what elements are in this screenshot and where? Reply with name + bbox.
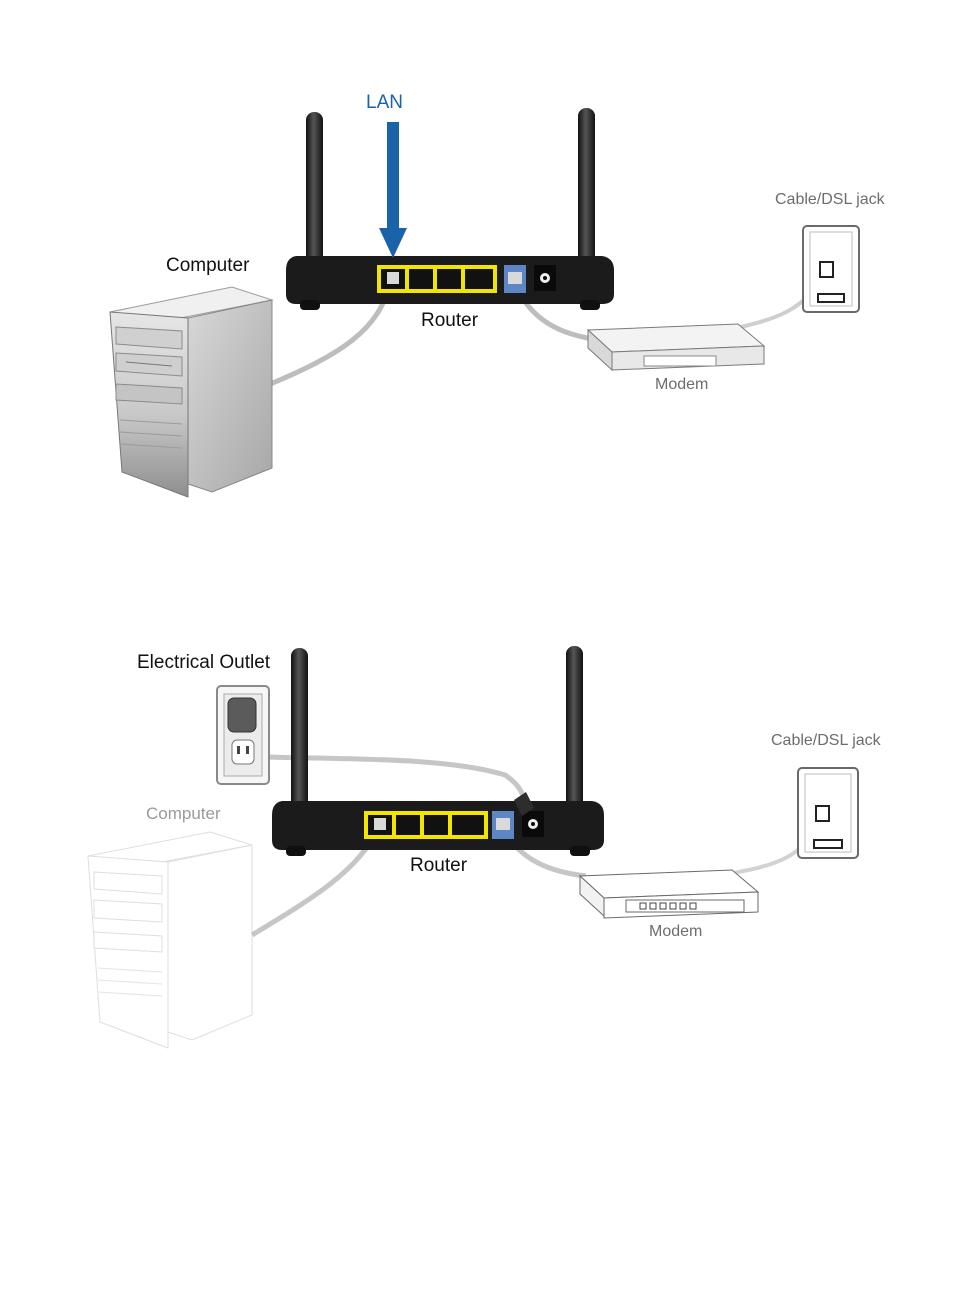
- cable-dsl-jack-label: Cable/DSL jack: [771, 733, 881, 749]
- diagram-1-drawing: [0, 0, 954, 560]
- cable-dsl-jack: [798, 768, 858, 858]
- power-cable: [240, 712, 525, 805]
- computer-tower: [110, 287, 272, 497]
- electrical-outlet: [217, 686, 269, 784]
- router-label: Router: [410, 856, 467, 875]
- modem-label: Modem: [649, 924, 702, 940]
- modem: [580, 870, 758, 918]
- modem: [588, 324, 764, 370]
- computer-label: Computer: [146, 805, 221, 822]
- lan-label: LAN: [366, 93, 403, 112]
- router: [286, 256, 614, 310]
- computer-label: Computer: [166, 256, 249, 275]
- computer-tower-faded: [88, 832, 252, 1048]
- modem-label: Modem: [655, 377, 708, 393]
- diagram-2-drawing: [0, 630, 954, 1090]
- electrical-outlet-label: Electrical Outlet: [137, 653, 270, 672]
- cable-dsl-jack-label: Cable/DSL jack: [775, 192, 885, 208]
- lan-arrow: [379, 122, 407, 258]
- router: [272, 792, 604, 856]
- router-label: Router: [421, 311, 478, 330]
- cable-dsl-jack: [803, 226, 859, 312]
